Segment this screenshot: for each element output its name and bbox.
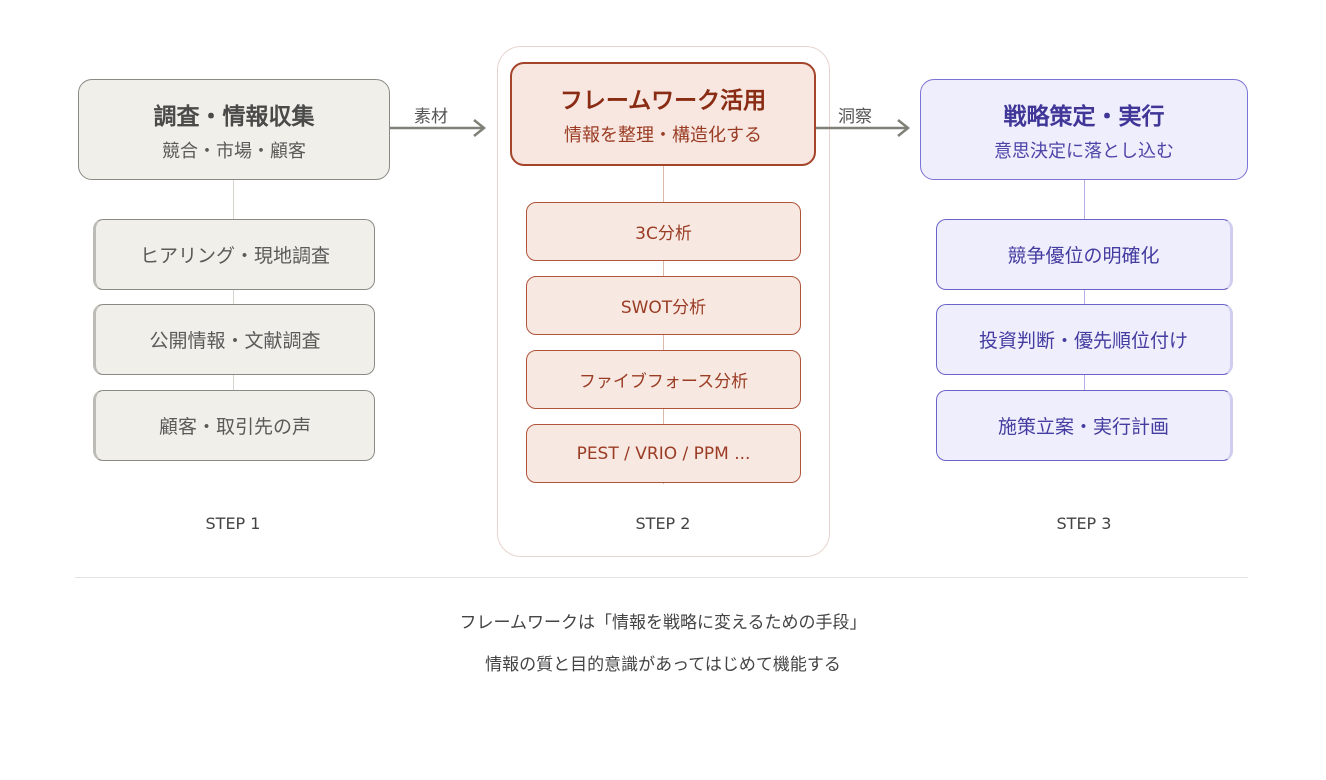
step3-title: 戦略策定・実行 — [1003, 103, 1165, 130]
arrow2-label: 洞察 — [838, 107, 872, 127]
step1-item: 公開情報・文献調査 — [93, 304, 375, 375]
caption-line-1: フレームワークは「情報を戦略に変えるための手段」 — [459, 613, 867, 633]
step1-item: ヒアリング・現地調査 — [93, 219, 375, 290]
step1-subtitle: 競合・市場・顧客 — [162, 140, 306, 162]
step2-item: ファイブフォース分析 — [526, 350, 801, 409]
step3-label: STEP 3 — [1056, 514, 1112, 533]
step2-title: フレームワーク活用 — [559, 88, 767, 114]
step3-item: 競争優位の明確化 — [936, 219, 1233, 290]
step2-header-box: フレームワーク活用 情報を整理・構造化する — [510, 62, 816, 166]
step1-title: 調査・情報収集 — [153, 103, 315, 130]
arrow-right-icon — [390, 119, 487, 137]
step1-item: 顧客・取引先の声 — [93, 390, 375, 461]
step3-subtitle: 意思決定に落とし込む — [994, 140, 1174, 162]
step2-item: PEST / VRIO / PPM ... — [526, 424, 801, 483]
step1-label: STEP 1 — [205, 514, 261, 533]
arrow-right-icon — [816, 119, 911, 137]
divider — [75, 577, 1248, 578]
step2-label: STEP 2 — [635, 514, 691, 533]
step2-item: 3C分析 — [526, 202, 801, 261]
step3-item: 投資判断・優先順位付け — [936, 304, 1233, 375]
step2-item: SWOT分析 — [526, 276, 801, 335]
step3-item: 施策立案・実行計画 — [936, 390, 1233, 461]
step3-header-box: 戦略策定・実行 意思決定に落とし込む — [920, 79, 1248, 180]
step2-subtitle: 情報を整理・構造化する — [564, 125, 762, 146]
arrow1-label: 素材 — [414, 107, 448, 127]
step1-header-box: 調査・情報収集 競合・市場・顧客 — [78, 79, 390, 180]
caption-line-2: 情報の質と目的意識があってはじめて機能する — [485, 655, 841, 675]
